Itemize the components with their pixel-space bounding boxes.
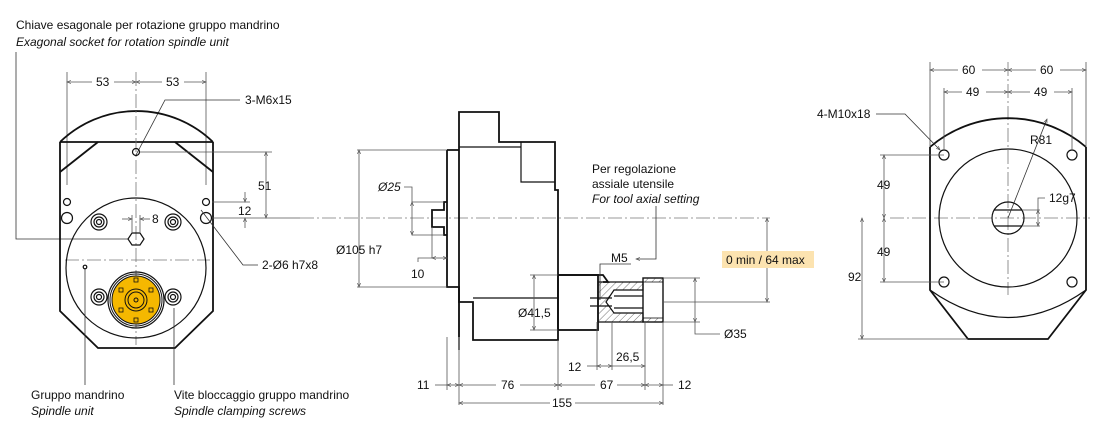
callout-hex-socket-it: Chiave esagonale per rotazione gruppo ma…	[16, 18, 280, 32]
front-flange-circle	[65, 197, 207, 339]
dim-60-left: 60	[962, 63, 976, 77]
m5-leader	[599, 263, 631, 300]
front-body-outline	[59, 142, 214, 349]
dim-d41-5: Ø41,5	[518, 306, 551, 320]
dim-26-5: 26,5	[616, 350, 640, 364]
pins-leader	[200, 209, 258, 266]
dim-49-up: 49	[877, 178, 891, 192]
dim-12-collet: 12	[678, 378, 692, 392]
screw-top-left	[90, 213, 108, 231]
dim-60-right: 60	[1040, 63, 1054, 77]
dim-49-right: 49	[1034, 85, 1048, 99]
dim-67: 67	[600, 378, 614, 392]
adjust-leader	[636, 206, 657, 259]
dim-92: 92	[848, 270, 862, 284]
dim-8: 8	[152, 212, 159, 226]
pin-hole-left	[60, 211, 74, 225]
thread-hole-left	[62, 197, 72, 207]
rear-hole-br	[1066, 276, 1078, 288]
label-2-d6-h7x8: 2-Ø6 h7x8	[262, 258, 318, 272]
front-top-arc	[59, 110, 214, 143]
dim-d35: Ø35	[724, 327, 747, 341]
dim-12: 12	[238, 204, 252, 218]
callout-screws-it: Vite bloccaggio gruppo mandrino	[174, 388, 350, 402]
label-m5: M5	[611, 251, 628, 265]
thread-hole-top	[131, 147, 141, 157]
label-3-m6x15: 3-M6x15	[245, 93, 292, 107]
dim-49-down: 49	[877, 245, 891, 259]
thread-hole-right	[201, 197, 211, 207]
dim-51: 51	[258, 179, 272, 193]
dim-10: 10	[411, 267, 425, 281]
screw-bottom-right	[164, 288, 182, 306]
collet-nut	[642, 277, 664, 323]
callout-adjust-it-1: Per regolazione	[592, 162, 676, 176]
rear-body-outline	[929, 147, 1087, 340]
screw-bottom-left	[90, 288, 108, 306]
hex-socket-leader	[15, 52, 128, 240]
range-badge	[722, 251, 814, 268]
front-view: Chiave esagonale per rotazione gruppo ma…	[15, 18, 350, 418]
dim-76: 76	[501, 378, 515, 392]
rear-flange-circle	[938, 148, 1078, 288]
side-body-outline	[458, 111, 559, 341]
dim-155: 155	[552, 396, 572, 410]
r81-leader	[1007, 119, 1048, 219]
callout-hex-socket-en: Exagonal socket for rotation spindle uni…	[16, 35, 229, 49]
label-4-m10x18: 4-M10x18	[817, 107, 871, 121]
callout-spindle-en: Spindle unit	[31, 404, 94, 418]
rear-shaft	[991, 201, 1025, 235]
pin-hole-right	[199, 211, 213, 225]
threads-leader	[135, 99, 240, 156]
label-r81: R81	[1030, 133, 1052, 147]
dim-49-left: 49	[966, 85, 980, 99]
rear-top-arc	[929, 117, 1087, 148]
dim-53-right: 53	[166, 75, 180, 89]
dim-12-nose: 12	[568, 360, 582, 374]
dim-d105-h7: Ø105 h7	[336, 243, 382, 257]
dim-53-left: 53	[96, 75, 110, 89]
collet-holder	[597, 281, 644, 323]
rear-hole-tr	[1066, 149, 1078, 161]
m10-leader	[876, 113, 940, 150]
callout-adjust-it-2: assiale utensile	[592, 177, 674, 191]
callout-adjust-en: For tool axial setting	[592, 192, 700, 206]
callout-screws-en: Spindle clamping screws	[174, 404, 306, 418]
side-view: Ø25 Ø105 h7 10 Ø41,5 Ø35 Per regolazione…	[300, 111, 814, 410]
dim-11: 11	[417, 378, 430, 392]
label-range: 0 min / 64 max	[726, 253, 805, 267]
screw-top-right	[164, 213, 182, 231]
callout-spindle-it: Gruppo mandrino	[31, 388, 125, 402]
label-12g7: 12g7	[1049, 191, 1076, 205]
dim-d25: Ø25	[377, 180, 401, 194]
rear-view: 60 60 49 49 4-M10x18 R81 12g7 49 49	[817, 62, 1090, 340]
spindle-unit	[107, 271, 165, 329]
